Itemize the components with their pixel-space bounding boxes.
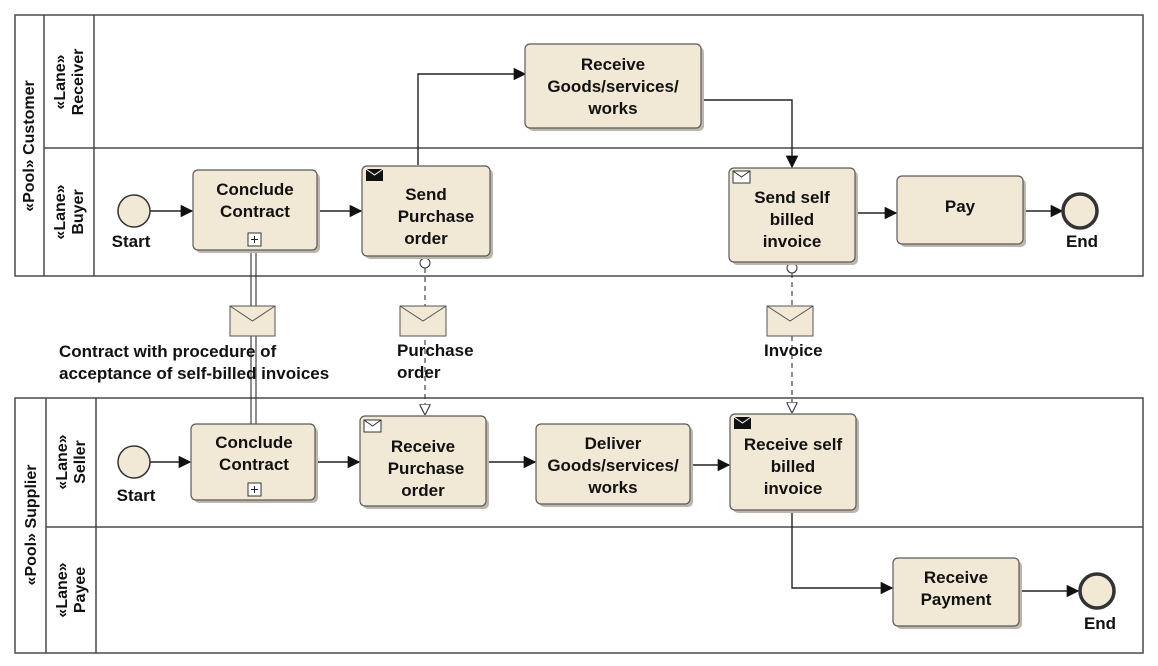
lane-label-seller: «Lane» Seller — [54, 434, 89, 489]
svg-text:Pay: Pay — [945, 197, 976, 216]
pool-title-customer: «Pool» Customer — [21, 80, 38, 212]
flow-receive-goods-to-send-invoice — [700, 99, 799, 169]
start-event-buyer[interactable]: Start — [112, 194, 151, 251]
svg-text:Goods/services/: Goods/services/ — [547, 77, 679, 96]
svg-text:Payee: Payee — [72, 567, 89, 613]
lane-label-buyer: «Lane» Buyer — [52, 184, 87, 239]
flow-receive-invoice-to-receive-payment — [791, 512, 894, 595]
svg-text:Receive: Receive — [391, 437, 455, 456]
svg-text:Goods/services/: Goods/services/ — [547, 456, 679, 475]
task-receive-purchase-order[interactable]: Receive Purchase order — [359, 415, 489, 509]
envelope-icon-invoice — [766, 305, 814, 337]
svg-text:«Lane»: «Lane» — [54, 562, 71, 617]
subprocess-plus-icon — [247, 232, 262, 247]
task-pay[interactable]: Pay — [896, 175, 1026, 247]
svg-text:invoice: invoice — [764, 479, 823, 498]
task-seller-conclude-contract[interactable]: Conclude Contract — [190, 423, 318, 503]
svg-text:Contract with procedure of: Contract with procedure of — [59, 342, 277, 361]
pool-title-supplier: «Pool» Supplier — [23, 465, 40, 586]
message-label-invoice: Invoice — [764, 341, 823, 360]
svg-text:«Lane»: «Lane» — [52, 184, 69, 239]
svg-text:billed: billed — [770, 210, 814, 229]
svg-text:«Lane»: «Lane» — [54, 434, 71, 489]
svg-text:End: End — [1066, 232, 1098, 251]
envelope-icon-purchase-order — [399, 305, 447, 337]
task-buyer-conclude-contract[interactable]: Conclude Contract — [192, 169, 320, 253]
subprocess-plus-icon — [247, 482, 262, 497]
task-deliver-goods[interactable]: Deliver Goods/services/ works — [535, 423, 693, 507]
svg-text:Contract: Contract — [219, 455, 289, 474]
svg-text:order: order — [404, 229, 448, 248]
receive-message-icon — [732, 170, 751, 184]
svg-text:Receive: Receive — [581, 55, 645, 74]
message-label-purchase-order: Purchase order — [397, 341, 474, 382]
svg-text:order: order — [397, 363, 441, 382]
po-flow-origin — [419, 257, 431, 269]
end-event-payee[interactable]: End — [1078, 572, 1116, 633]
svg-text:Receiver: Receiver — [70, 49, 87, 116]
lane-label-receiver: «Lane» Receiver — [52, 49, 87, 116]
task-receive-self-billed-invoice[interactable]: Receive self billed invoice — [729, 413, 859, 513]
message-flows — [250, 250, 798, 425]
task-send-self-billed-invoice[interactable]: Send self billed invoice — [728, 167, 858, 265]
svg-text:Send self: Send self — [754, 188, 830, 207]
svg-text:Purchase: Purchase — [388, 459, 465, 478]
start-event-seller[interactable]: Start — [117, 445, 156, 505]
svg-text:Start: Start — [112, 232, 151, 251]
svg-text:Receive self: Receive self — [744, 435, 843, 454]
svg-text:Purchase: Purchase — [398, 207, 475, 226]
svg-text:Send: Send — [405, 185, 447, 204]
lane-label-payee: «Lane» Payee — [54, 562, 89, 617]
end-event-buyer[interactable]: End — [1061, 192, 1099, 251]
svg-text:Conclude: Conclude — [216, 180, 293, 199]
svg-text:Contract: Contract — [220, 202, 290, 221]
svg-text:Start: Start — [117, 486, 156, 505]
svg-text:Receive: Receive — [924, 568, 988, 587]
svg-text:acceptance of self-billed invo: acceptance of self-billed invoices — [59, 364, 329, 383]
svg-text:works: works — [587, 478, 637, 497]
task-send-purchase-order[interactable]: Send Purchase order — [361, 165, 493, 259]
envelope-icon-contract — [229, 305, 276, 337]
svg-text:End: End — [1084, 614, 1116, 633]
svg-text:invoice: invoice — [763, 232, 822, 251]
task-receive-goods[interactable]: Receive Goods/services/ works — [524, 43, 704, 131]
svg-text:Purchase: Purchase — [397, 341, 474, 360]
send-message-icon — [733, 416, 752, 429]
send-message-icon — [365, 168, 384, 181]
svg-text:order: order — [401, 481, 445, 500]
message-label-contract: Contract with procedure of acceptance of… — [59, 342, 329, 383]
svg-text:billed: billed — [771, 457, 815, 476]
svg-text:Buyer: Buyer — [70, 189, 87, 234]
svg-text:works: works — [587, 99, 637, 118]
svg-text:Seller: Seller — [72, 440, 89, 484]
svg-text:Invoice: Invoice — [764, 341, 823, 360]
svg-text:Deliver: Deliver — [585, 434, 642, 453]
receive-message-icon — [363, 419, 382, 433]
svg-text:«Lane»: «Lane» — [52, 54, 69, 109]
sequence-flows — [150, 67, 1080, 598]
svg-text:Payment: Payment — [921, 590, 992, 609]
task-receive-payment[interactable]: Receive Payment — [892, 557, 1022, 629]
svg-text:Conclude: Conclude — [215, 433, 292, 452]
flow-send-po-to-receive-goods — [417, 67, 527, 165]
